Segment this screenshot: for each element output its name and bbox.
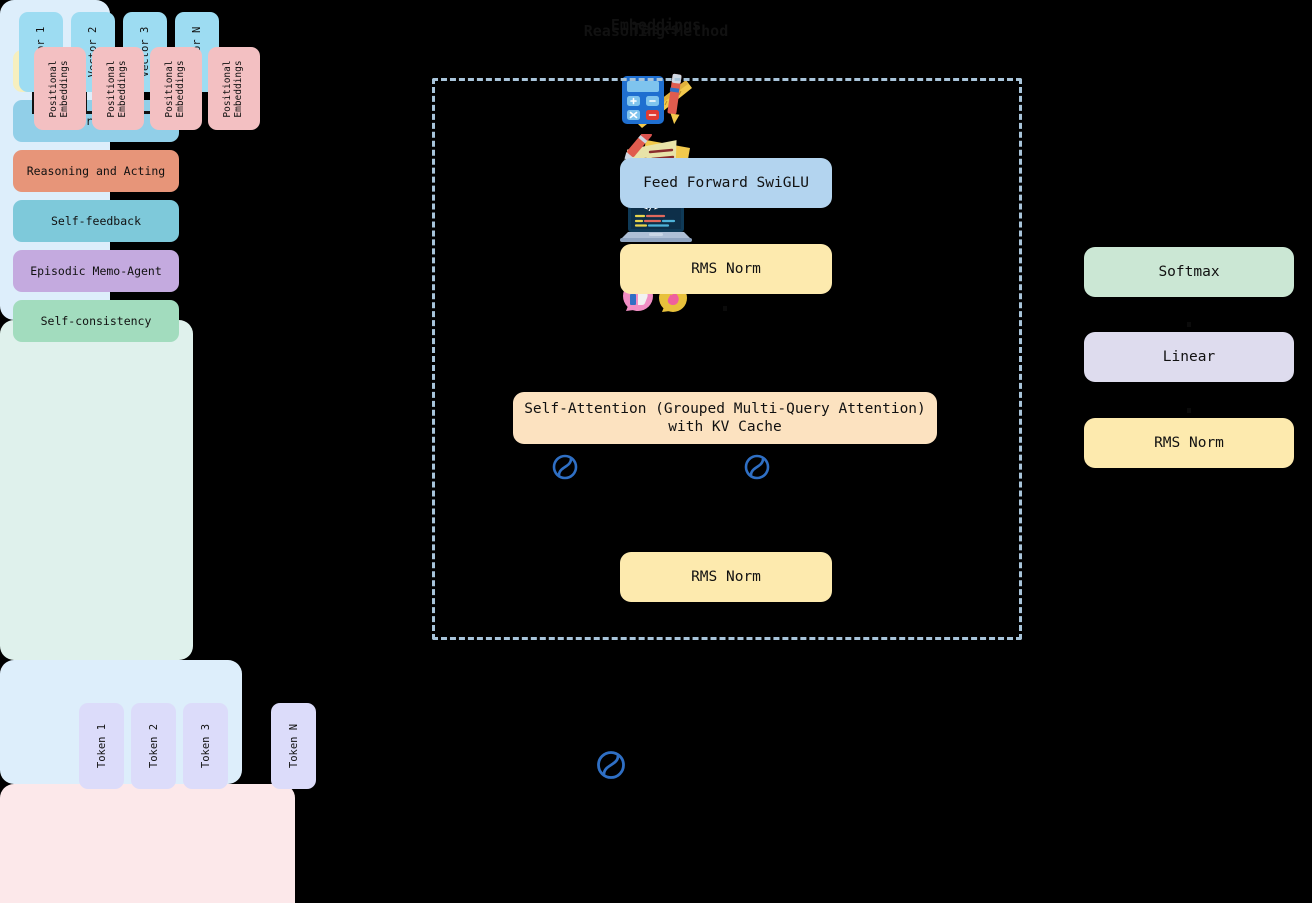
softmax-box[interactable]: Softmax	[1084, 247, 1294, 297]
feed-forward-swiglu-box[interactable]: Feed Forward SwiGLU	[620, 158, 832, 208]
transformer-block-container	[432, 78, 1022, 640]
rms-norm-bottom-box[interactable]: RMS Norm	[620, 552, 832, 602]
rotary-embedding-icon-attention-right	[743, 453, 771, 481]
arrow-rmsnorm-to-linear	[1187, 408, 1191, 413]
embeddings-title: Embeddings	[610, 16, 702, 34]
token-chip-2[interactable]: Token 2	[131, 703, 176, 789]
rotary-embedding-icon-attention-left	[551, 453, 579, 481]
token-label-2: Token 2	[147, 723, 160, 769]
tasks-title: Tasks	[632, 20, 680, 38]
token-label-1: Token 1	[95, 723, 108, 769]
linear-box[interactable]: Linear	[1084, 332, 1294, 382]
token-chip-1[interactable]: Token 1	[79, 703, 124, 789]
token-label-3: Token 3	[199, 723, 212, 769]
arrow-linear-to-softmax	[1187, 322, 1191, 327]
token-chip-3[interactable]: Token 3	[183, 703, 228, 789]
vector-connector-1	[32, 92, 35, 114]
rms-norm-output-box[interactable]: RMS Norm	[1084, 418, 1294, 468]
token-label-n: Token N	[287, 723, 300, 769]
rotary-embedding-icon-input	[595, 749, 627, 781]
reasoning-method-panel: Reasoning Method Tree of Thoughts CoT Pr…	[0, 22, 728, 660]
rms-norm-top-box[interactable]: RMS Norm	[620, 244, 832, 294]
arrow-rmsnorm-to-ffn	[723, 306, 727, 311]
token-chip-n[interactable]: Token N	[271, 703, 316, 789]
self-attention-box[interactable]: Self-Attention (Grouped Multi-Query Atte…	[513, 392, 937, 444]
method-chip-self-consistency[interactable]: Self-consistency	[13, 300, 179, 342]
